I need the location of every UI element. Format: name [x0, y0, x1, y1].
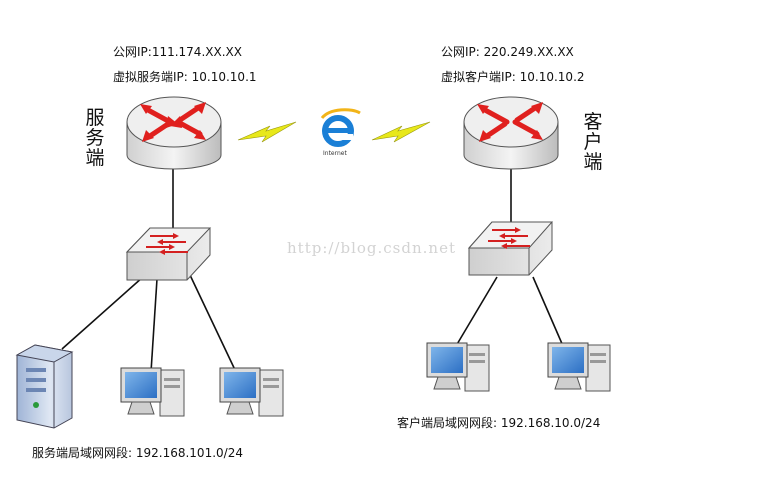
client-lan-label: 客户端局域网网段: 192.168.10.0/24: [397, 416, 601, 430]
client-pc-2-icon: [547, 342, 611, 392]
server-pc-2-icon: [219, 367, 284, 417]
client-public-ip-label: 公网IP: 220.249.XX.XX: [441, 45, 574, 59]
server-switch-server-link: [61, 276, 144, 350]
client-virtual-ip-label: 虚拟客户端IP: 10.10.10.2: [441, 70, 585, 84]
server-switch-icon: [125, 227, 212, 281]
connection-lines: [61, 168, 564, 373]
server-public-ip-label: 公网IP:111.174.XX.XX: [113, 45, 242, 59]
server-switch-pc2-link: [189, 274, 237, 373]
internet-label: Internet: [323, 150, 347, 157]
server-lan-label: 服务端局域网网段: 192.168.101.0/24: [32, 446, 243, 460]
client-switch-pc1-link: [455, 276, 498, 347]
lightning-bolt-right-icon: [371, 121, 431, 143]
server-tower-icon: [15, 344, 74, 429]
server-side-label: 服务端: [85, 107, 105, 169]
client-side-label: 客户端: [583, 111, 603, 173]
server-virtual-ip-label: 虚拟服务端IP: 10.10.10.1: [113, 70, 257, 84]
internet-explorer-icon: [320, 108, 361, 147]
lightning-bolt-left-icon: [237, 121, 297, 143]
client-pc-1-icon: [426, 342, 490, 392]
client-switch-pc2-link: [532, 276, 564, 347]
client-switch-icon: [467, 221, 554, 276]
watermark-text: http://blog.csdn.net: [287, 239, 456, 257]
server-router-icon: [126, 96, 222, 170]
client-router-icon: [463, 96, 559, 170]
server-switch-pc1-link: [150, 278, 158, 373]
server-pc-1-icon: [120, 367, 185, 417]
